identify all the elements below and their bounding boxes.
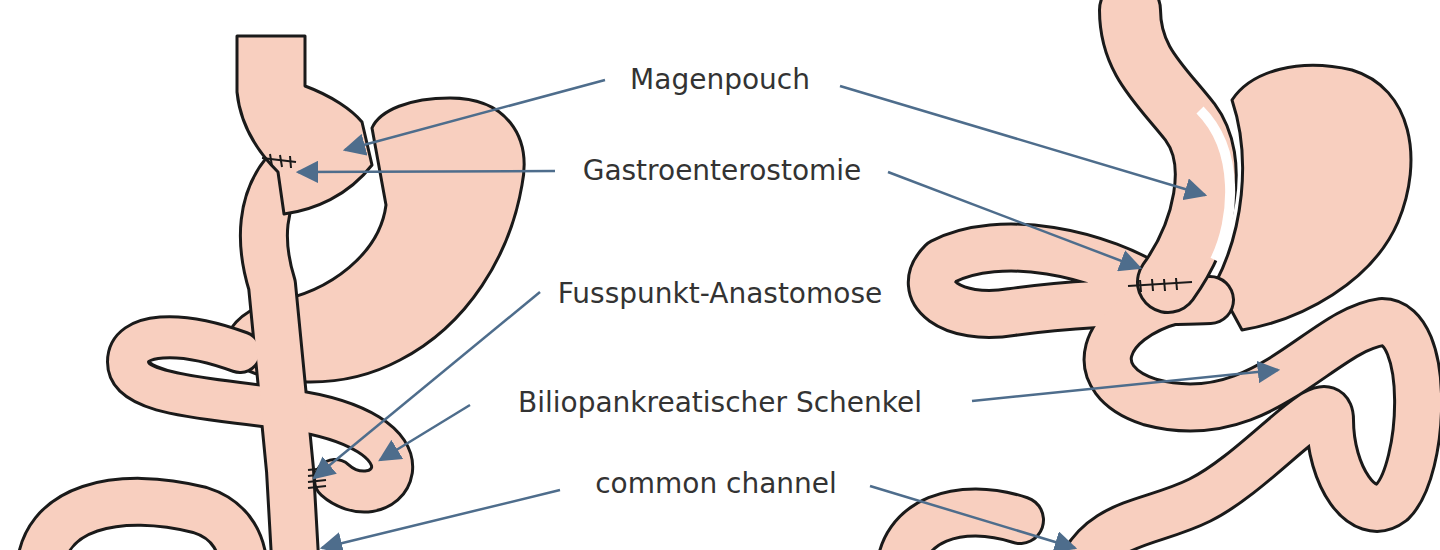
omega-loop-illustration xyxy=(900,10,1418,550)
bowel-outline xyxy=(900,512,1020,550)
part-label: Gastroenterostomie xyxy=(583,157,862,185)
suture-marks xyxy=(262,154,326,488)
leader-arrow xyxy=(870,486,1075,548)
remnant-stomach xyxy=(1216,65,1411,330)
bowel-outline xyxy=(264,172,296,550)
staple-gap xyxy=(1200,110,1230,260)
part-label: Biliopankreatischer Schenkel xyxy=(518,389,922,417)
leader-arrow xyxy=(322,490,560,548)
bowel-outline xyxy=(40,502,244,550)
part-label: Magenpouch xyxy=(630,66,810,94)
bowel-fill xyxy=(900,512,1020,550)
leader-arrow xyxy=(314,292,540,478)
bowel-fill xyxy=(1078,300,1418,550)
pouch-outline xyxy=(1130,10,1206,282)
bowel-fill xyxy=(264,172,296,550)
leader-arrow xyxy=(380,405,470,460)
leader-arrow xyxy=(888,172,1140,268)
part-label: Fusspunkt-Anastomose xyxy=(558,280,882,308)
roux-y-illustration xyxy=(40,36,524,550)
suture-marks xyxy=(1128,278,1192,292)
leader-arrow xyxy=(972,370,1278,401)
leader-lines xyxy=(298,80,1278,548)
pouch-fill xyxy=(1130,10,1206,282)
leader-arrow xyxy=(298,171,555,172)
gastric-pouch xyxy=(237,36,372,214)
bowel-outline xyxy=(1078,300,1418,550)
leader-arrow xyxy=(840,86,1205,195)
bowel-fill xyxy=(40,502,244,550)
leader-arrow xyxy=(345,80,605,150)
part-label: common channel xyxy=(595,470,837,498)
